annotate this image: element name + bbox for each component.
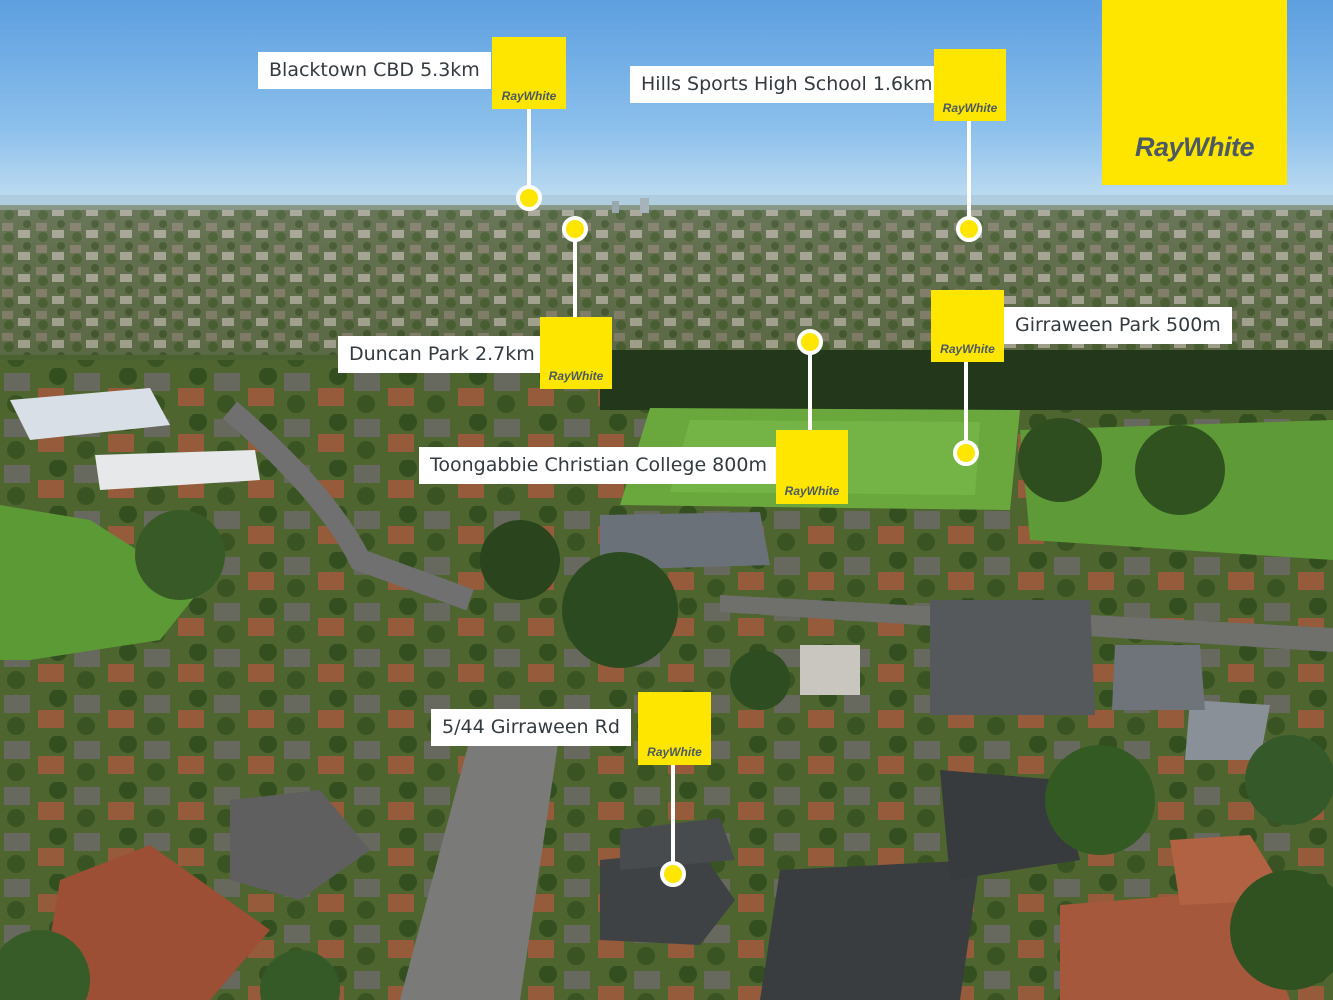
marker-tag-toongabbie-college: RayWhite — [776, 430, 848, 504]
raywhite-tag-text: RayWhite — [647, 745, 702, 759]
marker-dot-hills-sports-high[interactable] — [956, 216, 982, 242]
marker-line-girraween-park — [964, 360, 968, 440]
marker-label-girraween-park[interactable]: Girraween Park 500m — [1004, 307, 1232, 344]
marker-line-duncan-park — [573, 236, 577, 318]
raywhite-tag-text: RayWhite — [940, 342, 995, 356]
marker-dot-subject-property[interactable] — [660, 861, 686, 887]
marker-label-duncan-park[interactable]: Duncan Park 2.7km — [338, 336, 546, 373]
raywhite-tag-text: RayWhite — [501, 89, 557, 103]
marker-dot-duncan-park[interactable] — [562, 216, 588, 242]
marker-tag-subject-property: RayWhite — [638, 692, 711, 765]
marker-line-blacktown-cbd — [527, 108, 531, 194]
marker-line-hills-sports-high — [967, 120, 971, 218]
marker-tag-blacktown-cbd: RayWhite — [492, 37, 566, 109]
marker-line-toongabbie-college — [808, 350, 812, 432]
raywhite-tag-text: RayWhite — [548, 369, 604, 383]
marker-label-toongabbie-college[interactable]: Toongabbie Christian College 800m — [419, 447, 778, 484]
marker-tag-girraween-park: RayWhite — [931, 290, 1004, 362]
raywhite-tag-text: RayWhite — [942, 101, 998, 115]
marker-dot-blacktown-cbd[interactable] — [516, 185, 542, 211]
marker-tag-duncan-park: RayWhite — [540, 317, 612, 389]
marker-line-subject-property — [671, 764, 675, 862]
raywhite-tag-text: RayWhite — [784, 484, 840, 498]
marker-label-blacktown-cbd[interactable]: Blacktown CBD 5.3km — [258, 52, 491, 89]
raywhite-logo-text: RayWhite — [1134, 132, 1255, 162]
marker-dot-girraween-park[interactable] — [953, 440, 979, 466]
marker-tag-hills-sports-high: RayWhite — [934, 49, 1006, 121]
marker-label-hills-sports-high[interactable]: Hills Sports High School 1.6km — [630, 66, 944, 103]
marker-dot-toongabbie-college[interactable] — [797, 329, 823, 355]
marker-label-subject-property[interactable]: 5/44 Girraween Rd — [431, 709, 631, 746]
raywhite-logo: RayWhite — [1102, 0, 1287, 185]
